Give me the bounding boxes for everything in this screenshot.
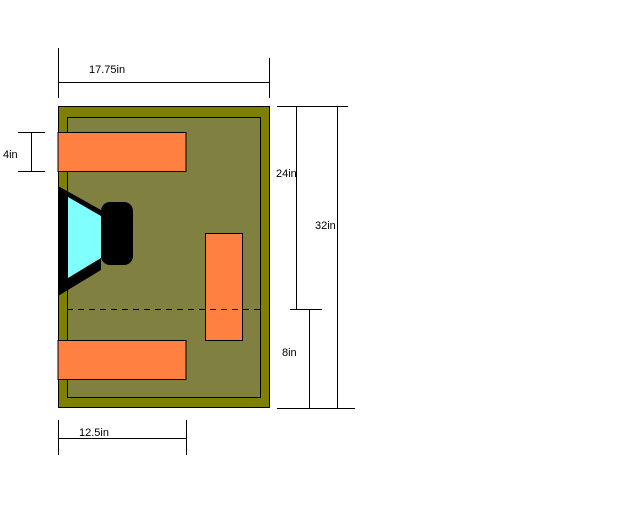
label-port-length: 12.5in xyxy=(79,427,109,439)
label-upper-height: 24in xyxy=(276,168,297,180)
label-overall-height: 32in xyxy=(315,220,336,232)
dimension-lines xyxy=(18,48,355,455)
label-port-height: 4in xyxy=(3,149,18,161)
speaker-cone-icon xyxy=(68,197,101,278)
port-vertical xyxy=(205,233,243,341)
label-lower-height: 8in xyxy=(282,347,297,359)
port-top xyxy=(57,132,187,172)
speaker-magnet xyxy=(101,202,133,265)
port-bottom xyxy=(57,340,187,380)
label-overall-width: 17.75in xyxy=(89,64,125,76)
